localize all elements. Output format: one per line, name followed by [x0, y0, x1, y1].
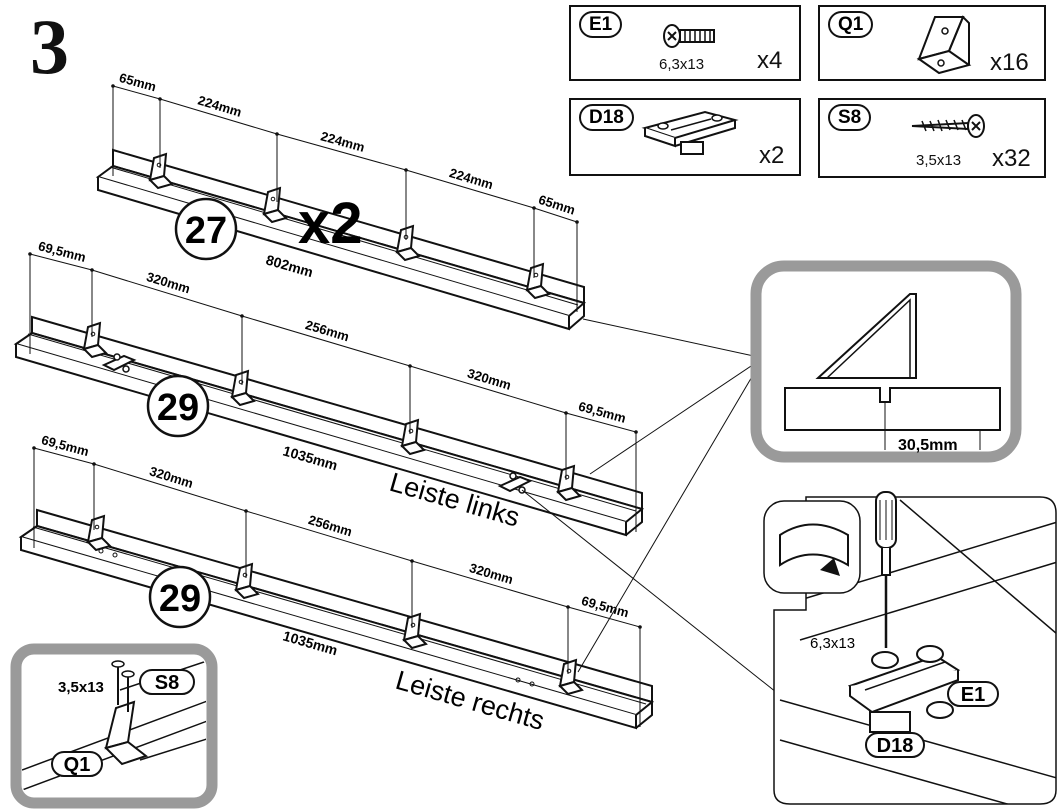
part-code-badge: D18: [579, 104, 634, 131]
rail-connector-d18: [497, 472, 533, 494]
svg-text:S8: S8: [155, 672, 179, 694]
edge-offset-label: 30,5mm: [898, 437, 958, 454]
spacing-label: 69,5mm: [577, 399, 628, 426]
part-box-s8: S8 3,5x13 x32: [818, 98, 1046, 178]
part-box-q1: Q1 x16: [818, 5, 1046, 81]
wood-screw-icon: [911, 114, 985, 138]
part-number-29-right: 29: [148, 565, 212, 629]
machine-screw-icon: [663, 24, 715, 48]
spacing-label: 320mm: [148, 463, 195, 491]
part-code-badge: S8: [828, 104, 872, 131]
part-code-badge: Q1: [828, 11, 874, 38]
angle-bracket-q1: [148, 152, 174, 190]
step-number: 3: [30, 3, 69, 90]
part-size: 3,5x13: [916, 152, 962, 169]
part-number-27: 27: [174, 197, 238, 261]
spacing-label: 224mm: [319, 128, 366, 154]
spacing-label: 65mm: [118, 70, 158, 94]
part-qty: x32: [992, 145, 1031, 172]
part-qty: x4: [757, 47, 783, 74]
svg-text:E1: E1: [961, 684, 985, 706]
spacing-label: 69,5mm: [580, 593, 631, 620]
spacing-label: 224mm: [448, 165, 495, 192]
angle-bracket-q1: [402, 612, 428, 650]
part-code-badge: E1: [579, 11, 623, 38]
multiplier-label: x2: [298, 191, 363, 256]
part-number-29-left: 29: [146, 374, 210, 438]
angle-bracket-q1: [525, 262, 551, 300]
rail-connector-icon: [641, 110, 739, 155]
angle-bracket-icon: [916, 15, 972, 75]
screw-detail: 6,3x13 E1 D18: [763, 491, 1057, 805]
board-29-left: [13, 315, 645, 537]
rail-connector-d18: [101, 353, 137, 373]
screw-size: 6,3x13: [810, 635, 855, 652]
spacing-label: 320mm: [145, 269, 192, 296]
angle-bracket-q1: [234, 562, 260, 600]
part-box-e1: E1 6,3x13 x4: [569, 5, 801, 81]
svg-text:Q1: Q1: [64, 754, 91, 776]
svg-text:27: 27: [185, 210, 227, 252]
screwdriver-icon: [875, 491, 897, 648]
angle-bracket-q1: [395, 224, 421, 262]
spacing-label: 256mm: [304, 317, 351, 344]
spacing-label: 65mm: [537, 192, 577, 218]
spacing-label: 320mm: [468, 560, 515, 587]
part-qty: x2: [759, 142, 785, 169]
spacing-label: 256mm: [307, 512, 354, 539]
angle-bracket-q1: [262, 186, 288, 224]
svg-text:29: 29: [157, 387, 199, 429]
spacing-label: 69,5mm: [40, 432, 91, 459]
rotate-icon: [763, 500, 861, 594]
angle-bracket-q1: [230, 369, 256, 407]
part-size: 6,3x13: [659, 56, 705, 73]
part-box-d18: D18 x2: [569, 98, 801, 176]
spacing-label: 224mm: [196, 93, 243, 120]
spacing-label: 69,5mm: [37, 238, 88, 265]
angle-bracket-q1: [86, 514, 112, 552]
edge-offset-detail: 30,5mm: [750, 260, 1022, 463]
svg-text:D18: D18: [877, 735, 914, 757]
bracket-screw-size: 3,5x13: [58, 679, 104, 696]
spacing-label: 320mm: [466, 366, 513, 393]
svg-text:29: 29: [159, 578, 201, 620]
bracket-detail: 3,5x13 S8 Q1: [10, 643, 218, 809]
part-qty: x16: [990, 49, 1029, 76]
